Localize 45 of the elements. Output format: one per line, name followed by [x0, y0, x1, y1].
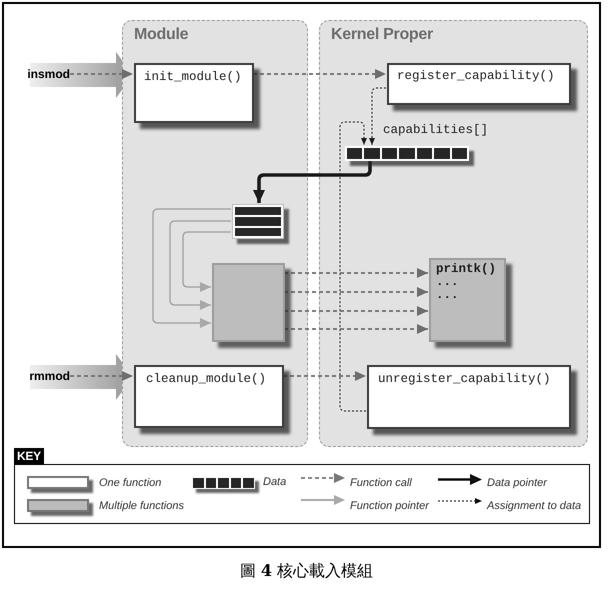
data-array	[345, 146, 469, 161]
dashed-arrow	[284, 306, 428, 316]
dotted-arrow	[340, 122, 367, 412]
function-name: printk()	[436, 263, 496, 276]
panel-heading: Kernel Proper	[331, 25, 433, 45]
dashed-arrow	[284, 287, 428, 297]
function-group-box	[429, 258, 506, 342]
dashed-arrow	[253, 69, 386, 79]
legend-label: Function call	[350, 476, 412, 490]
dotted-arrow	[369, 88, 386, 146]
command-label: insmod	[22, 66, 70, 83]
dashed-arrow	[70, 69, 133, 79]
dashed-arrow	[70, 371, 133, 381]
arrow	[182, 231, 231, 292]
figure-caption: 圖 4 核心載入模組	[240, 560, 374, 582]
dashed-arrow	[283, 371, 366, 381]
thick-arrow	[253, 160, 372, 203]
legend-label: Assignment to data	[487, 499, 582, 513]
dashed-arrow	[284, 268, 428, 278]
region-panel	[319, 20, 588, 447]
legend-label: Data	[263, 475, 286, 489]
ellipsis-text: ...	[436, 289, 459, 302]
key-tab: KEY	[14, 448, 44, 464]
command-label: rmmod	[22, 368, 70, 385]
panel-heading: Module	[134, 25, 188, 45]
dashed-arrow	[284, 324, 428, 334]
function-name: register_capability()	[397, 68, 555, 84]
multiple-functions-box	[212, 263, 285, 342]
arrow	[169, 220, 231, 310]
function-name: init_module()	[144, 69, 242, 85]
ellipsis-text: ...	[436, 276, 459, 289]
legend-label: Data pointer	[487, 476, 547, 490]
function-box	[387, 63, 571, 105]
arrow	[152, 208, 231, 328]
pointer-table	[232, 204, 284, 239]
function-box	[367, 365, 571, 429]
legend-label: One function	[99, 476, 162, 490]
function-box	[134, 63, 254, 123]
function-box	[134, 365, 284, 428]
region-panel	[122, 20, 308, 447]
legend-label: Function pointer	[350, 499, 429, 513]
legend-label: Multiple functions	[99, 499, 184, 513]
function-name: unregister_capability()	[378, 371, 551, 387]
array-label: capabilities[]	[383, 123, 488, 138]
function-name: cleanup_module()	[146, 371, 266, 387]
